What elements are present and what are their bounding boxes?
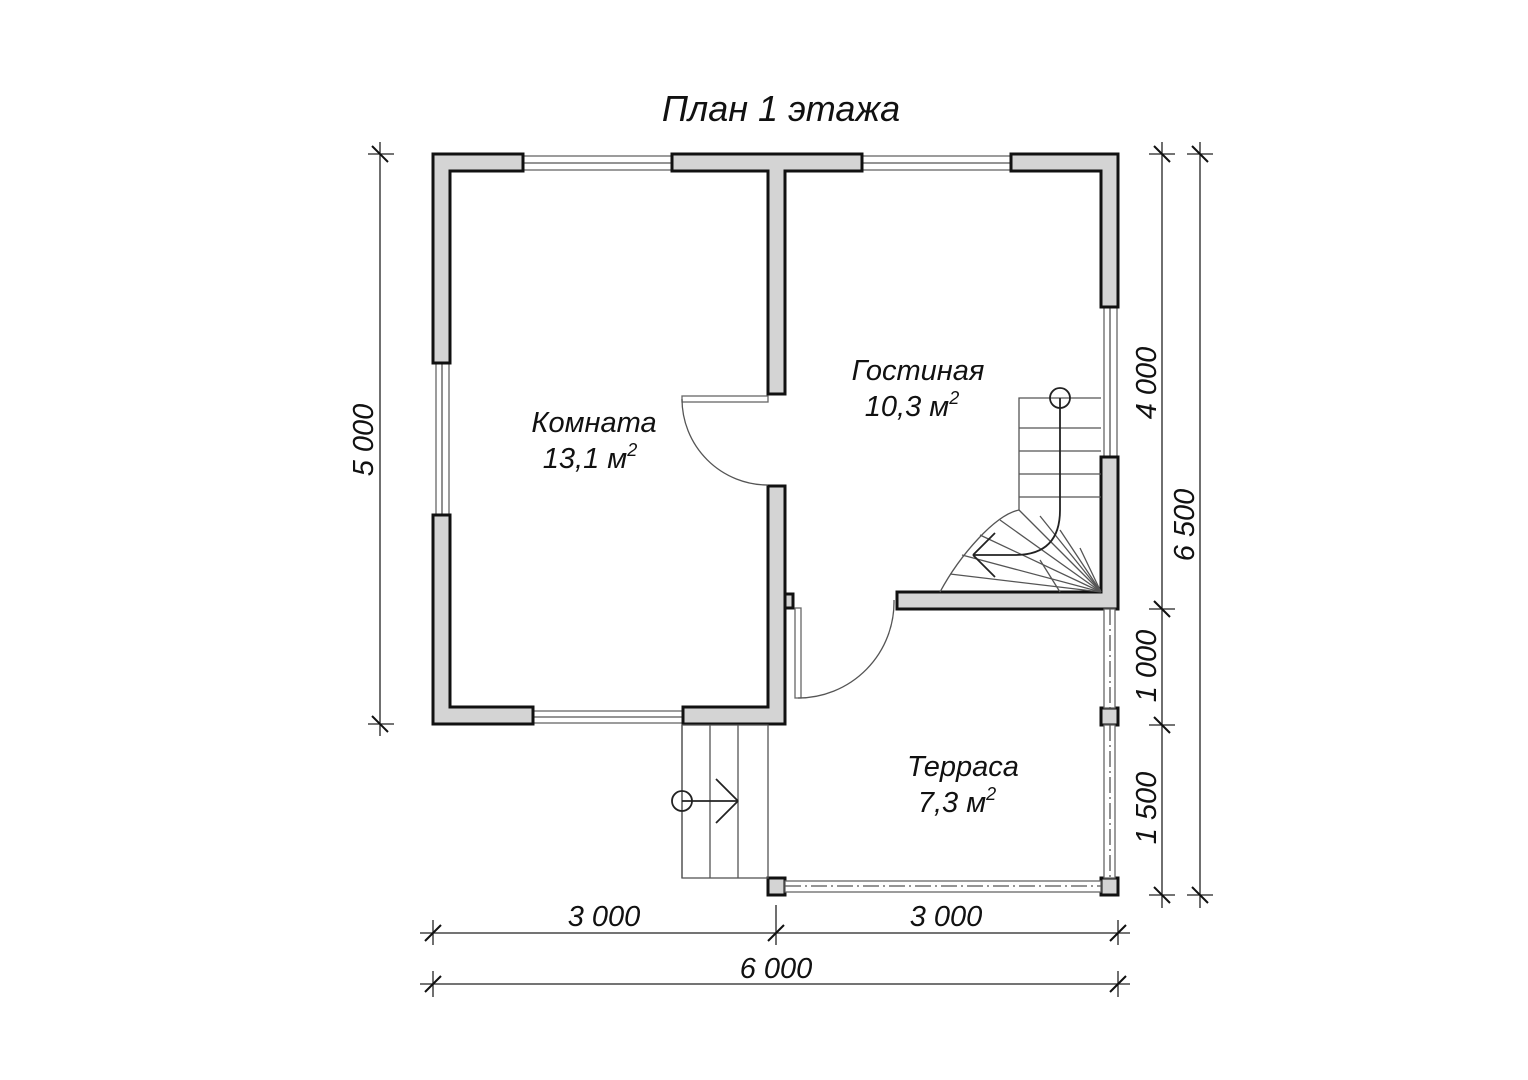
room-name-gostinaya: Гостиная (852, 355, 985, 387)
doors (681, 395, 895, 699)
door-leaf-entrance (794, 607, 802, 699)
wall-jamb (783, 592, 795, 610)
dim-bottom-total: 6 000 (740, 953, 813, 985)
door-leaf-room (681, 395, 769, 403)
plan-title: План 1 этажа (662, 88, 900, 129)
wall-bottom-left-corner (431, 513, 535, 726)
room-area-terrasa: 7,3 м2 (918, 784, 996, 819)
room-labels: Комната 13,1 м2 Гостиная 10,3 м2 Терраса… (531, 355, 1019, 819)
room-area-komnata: 13,1 м2 (543, 440, 637, 475)
wall-top-left-corner (431, 152, 525, 365)
terrace-railings (784, 608, 1116, 893)
dim-right-middle: 1 000 (1131, 630, 1163, 703)
dim-bottom-right: 3 000 (910, 901, 983, 933)
dim-right-total: 6 500 (1169, 489, 1201, 562)
door-swing-room (681, 398, 769, 486)
interior-staircase (939, 387, 1102, 593)
room-name-komnata: Комната (531, 407, 656, 439)
wall-interior-lower (681, 484, 787, 726)
wall-top-right-corner (1009, 152, 1120, 309)
wall-stair-enclosure (895, 455, 1120, 611)
dim-bottom-left: 3 000 (568, 901, 641, 933)
dimension-lines: 3 000 3 000 6 000 5 000 4 000 1 000 1 50… (348, 142, 1213, 997)
room-area-gostinaya: 10,3 м2 (865, 388, 959, 423)
terrace-post-right-mid (1099, 706, 1120, 727)
dim-right-upper: 4 000 (1131, 347, 1163, 420)
stair-direction-arrow (973, 398, 1061, 556)
terrace-post-right (1099, 876, 1120, 897)
wall-top-middle (670, 152, 864, 396)
dim-left-height: 5 000 (348, 404, 380, 477)
room-name-terrasa: Терраса (907, 751, 1019, 783)
windows (435, 155, 1118, 724)
door-swing-entrance (797, 599, 895, 699)
dim-right-lower: 1 500 (1131, 772, 1163, 845)
entrance-steps (671, 724, 769, 879)
terrace-post-left (766, 876, 787, 897)
walls (431, 152, 1120, 897)
